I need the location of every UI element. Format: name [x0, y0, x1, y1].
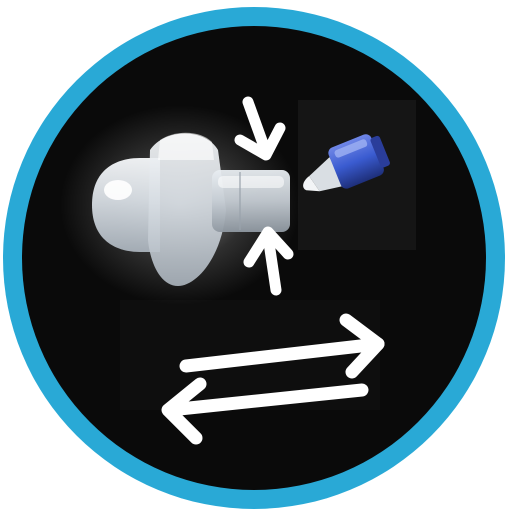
connector-badge [0, 0, 508, 516]
badge-illustration [0, 0, 508, 516]
